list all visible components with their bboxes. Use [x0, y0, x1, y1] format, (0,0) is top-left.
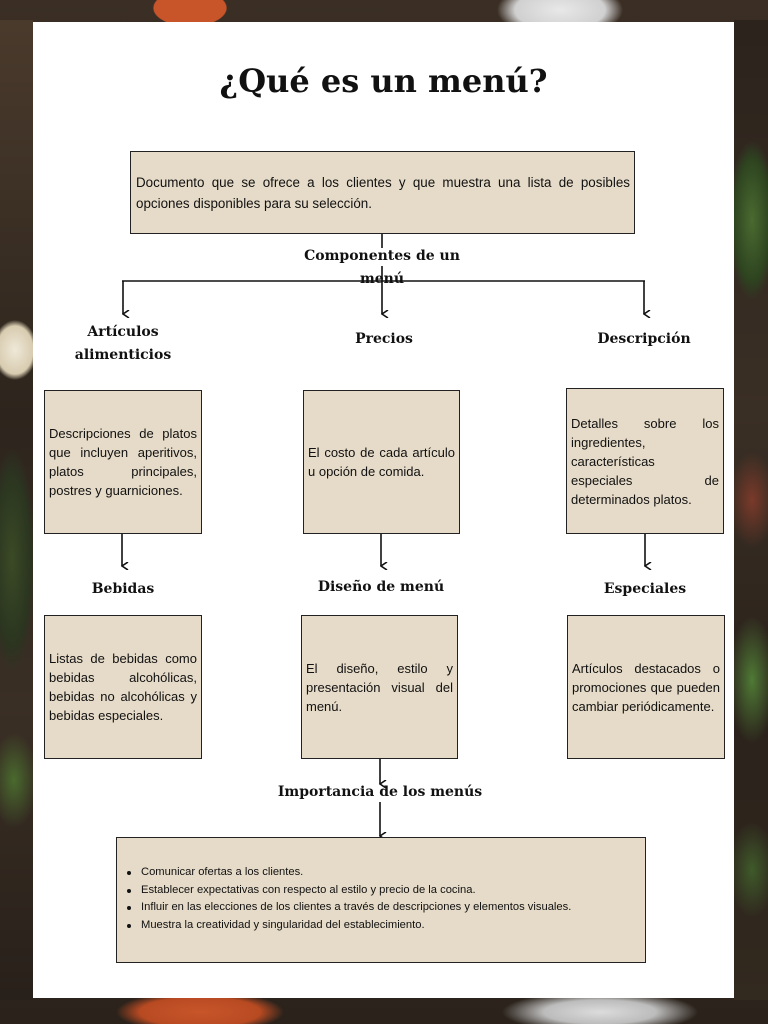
importance-item: Comunicar ofertas a los clientes.: [127, 864, 637, 882]
component-box-articulos: Descripciones de platos que incluyen ape…: [44, 390, 202, 534]
component-text-descripcion: Detalles sobre los ingredientes, caracte…: [571, 415, 719, 507]
importance-item: Muestra la creatividad y singularidad de…: [127, 917, 637, 935]
importance-box: Comunicar ofertas a los clientes. Establ…: [116, 837, 646, 963]
component-label-descripcion: Descripción: [597, 331, 691, 347]
component-label-bebidas: Bebidas: [91, 581, 155, 597]
components-heading: Componentes de un menú: [304, 248, 460, 287]
component-box-diseno: El diseño, estilo y presentación visual …: [301, 615, 458, 759]
background-photo-right: [734, 20, 768, 1000]
definition-box: Documento que se ofrece a los clientes y…: [130, 151, 635, 234]
component-box-especiales: Artículos destacados o promociones que p…: [567, 615, 725, 759]
importance-item: Influir en las elecciones de los cliente…: [127, 899, 637, 917]
component-box-bebidas: Listas de bebidas como bebidas alcohólic…: [44, 615, 202, 759]
component-text-bebidas: Listas de bebidas como bebidas alcohólic…: [49, 651, 197, 723]
component-text-precios: El costo de cada artículo u opción de co…: [308, 445, 455, 479]
component-label-especiales: Especiales: [603, 581, 687, 597]
component-box-descripcion: Detalles sobre los ingredientes, caracte…: [566, 388, 724, 534]
component-box-precios: El costo de cada artículo u opción de co…: [303, 390, 460, 534]
importance-item: Establecer expectativas con respecto al …: [127, 882, 637, 900]
page-title: ¿Qué es un menú?: [219, 62, 548, 100]
component-label-precios: Precios: [355, 331, 413, 347]
component-label-articulos: Artículos alimenticios: [74, 324, 172, 363]
definition-text: Documento que se ofrece a los clientes y…: [136, 174, 630, 211]
importance-heading: Importancia de los menús: [277, 784, 483, 800]
component-label-diseno: Diseño de menú: [317, 579, 445, 595]
importance-list: Comunicar ofertas a los clientes. Establ…: [127, 864, 637, 934]
background-photo-left: [0, 20, 33, 1000]
component-text-diseno: El diseño, estilo y presentación visual …: [306, 660, 453, 714]
component-text-especiales: Artículos destacados o promociones que p…: [572, 660, 720, 714]
component-text-articulos: Descripciones de platos que incluyen ape…: [49, 426, 197, 498]
